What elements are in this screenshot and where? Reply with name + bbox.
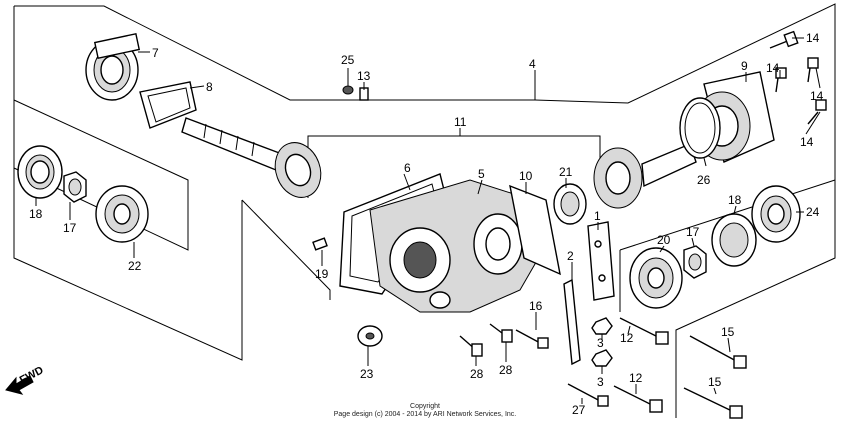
plate-part-1 — [587, 221, 615, 301]
bushing-part-19 — [312, 237, 328, 251]
gear-case-part-5 — [369, 179, 551, 313]
callout-20: 20 — [657, 233, 671, 247]
ring-gear — [593, 143, 697, 209]
pinion-shaft — [181, 117, 322, 198]
bolt-part-14-d — [807, 99, 827, 125]
bolt-part-27 — [567, 383, 609, 407]
nut-part-17-left — [63, 171, 87, 203]
callout-25: 25 — [341, 53, 355, 67]
callout-14-c: 14 — [810, 89, 824, 103]
callout-24: 24 — [806, 205, 820, 219]
callout-14-d: 14 — [800, 135, 814, 149]
bolt-part-14-c — [807, 57, 819, 83]
callout-15-b: 15 — [708, 375, 722, 389]
bolt-part-14-a — [769, 30, 799, 49]
fwd-arrow-icon: FWD — [5, 364, 46, 395]
callout-15-a: 15 — [721, 325, 735, 339]
callout-28-b: 28 — [499, 363, 513, 377]
callout-16: 16 — [529, 299, 543, 313]
callout-21: 21 — [559, 165, 573, 179]
bolt-part-15-b — [683, 387, 743, 419]
callout-17-b: 17 — [686, 225, 700, 239]
callout-8: 8 — [206, 80, 213, 94]
bolt-part-16 — [515, 329, 549, 349]
callout-5: 5 — [478, 167, 485, 181]
callout-2: 2 — [567, 249, 574, 263]
nut-part-17-right — [683, 245, 707, 279]
seal-part-24 — [751, 185, 801, 243]
bolt-part-15-a — [689, 335, 747, 369]
callout-14-b: 14 — [766, 61, 780, 75]
bolt-part-14-b — [775, 67, 787, 93]
callout-28-a: 28 — [470, 367, 484, 381]
callout-10: 10 — [519, 169, 533, 183]
callout-19: 19 — [315, 267, 329, 281]
bolt-part-12-b — [613, 385, 663, 413]
callout-7: 7 — [152, 46, 159, 60]
bearing-part-20 — [629, 247, 683, 309]
bracket-part-2 — [563, 278, 581, 366]
nut-part-3-a — [591, 317, 613, 335]
callout-3-b: 3 — [597, 375, 604, 389]
callouts: 1 2 3 3 4 5 6 7 8 9 10 11 12 12 13 14 14… — [29, 31, 824, 417]
callout-11: 11 — [454, 115, 467, 129]
bolt-part-28-a — [459, 335, 483, 357]
bolt-part-28-b — [489, 323, 513, 343]
callout-12-b: 12 — [629, 371, 643, 385]
gasket-part-10 — [509, 184, 561, 276]
washer-part-23 — [357, 325, 383, 347]
bearing-part-22 — [95, 185, 149, 243]
callout-9: 9 — [741, 59, 748, 73]
callout-13: 13 — [357, 69, 371, 83]
copyright-line-1: Copyright — [410, 403, 440, 410]
seal-ring-part-18-right — [711, 213, 757, 267]
nut-part-3-b — [591, 349, 613, 367]
flange-holder-part-7 — [85, 32, 141, 101]
callout-6: 6 — [404, 161, 411, 175]
callout-3-a: 3 — [597, 336, 604, 350]
callout-14-a: 14 — [806, 31, 820, 45]
o-ring-part-26 — [679, 97, 721, 159]
leader-lines — [35, 37, 821, 404]
callout-4: 4 — [529, 57, 536, 71]
callout-1: 1 — [594, 209, 601, 223]
left-panel-outline — [13, 3, 836, 418]
gasket-part-8 — [139, 81, 197, 129]
callout-26: 26 — [697, 173, 711, 187]
callout-18-b: 18 — [728, 193, 742, 207]
callout-23: 23 — [360, 367, 374, 381]
callout-17-a: 17 — [63, 221, 77, 235]
plug-part-25 — [342, 85, 354, 95]
copyright-line-2: Page design (c) 2004 - 2014 by ARI Netwo… — [333, 411, 517, 418]
bolt-part-12-a — [619, 317, 669, 345]
oil-seal-part-21 — [553, 183, 587, 225]
callout-18-a: 18 — [29, 207, 43, 221]
callout-27: 27 — [572, 403, 586, 417]
callout-12-a: 12 — [620, 331, 634, 345]
callout-22: 22 — [128, 259, 142, 273]
seal-ring-part-18-left — [17, 145, 63, 199]
